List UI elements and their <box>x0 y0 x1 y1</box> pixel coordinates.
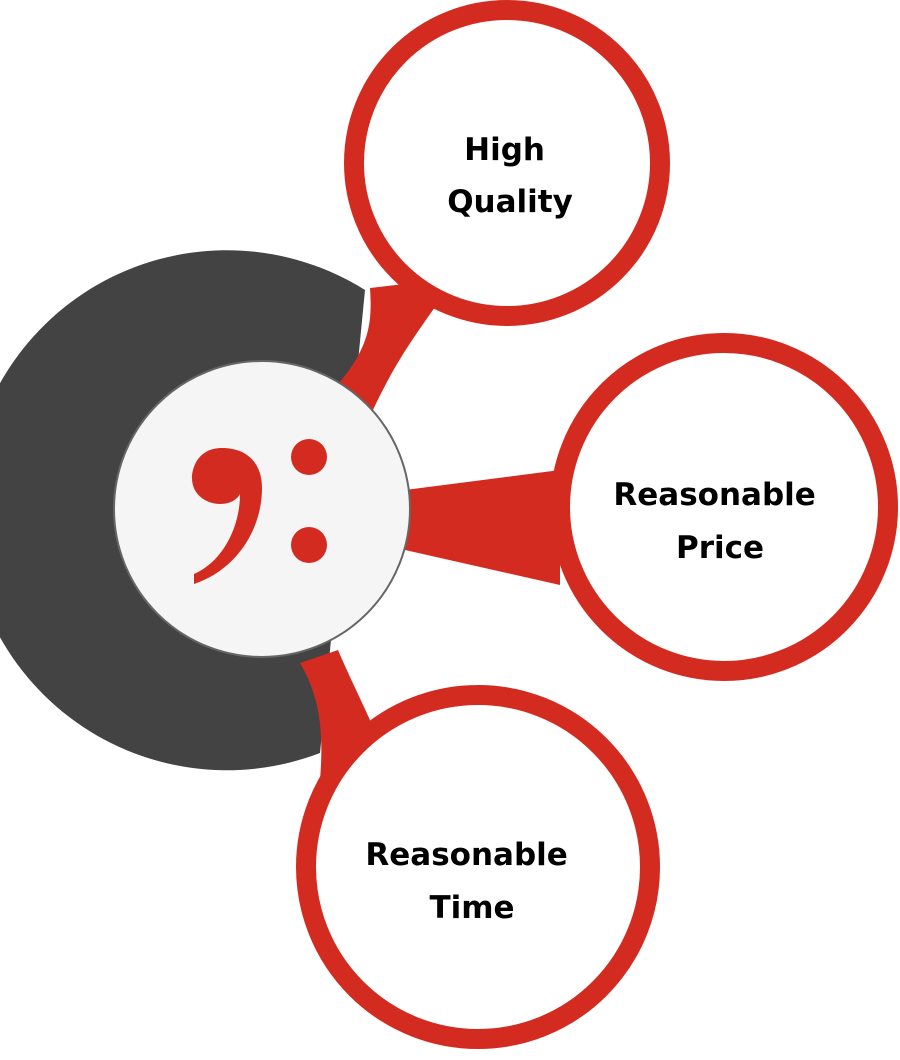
label-high-quality-line1: High <box>464 132 545 168</box>
node-circle-reasonable-time <box>296 685 660 1049</box>
label-reasonable-time-line2: Time <box>429 890 514 926</box>
label-reasonable-price-line1: Reasonable <box>613 477 815 513</box>
label-reasonable-price: Reasonable Price <box>613 477 826 566</box>
label-reasonable-price-line2: Price <box>676 530 764 566</box>
label-reasonable-time: Reasonable Time <box>365 837 578 926</box>
node-circle-high-quality <box>344 0 670 326</box>
semicolon-colon-logo-icon <box>192 439 327 584</box>
label-high-quality-line2: Quality <box>447 184 573 220</box>
label-high-quality: High Quality <box>447 132 573 220</box>
label-reasonable-time-line1: Reasonable <box>365 837 567 873</box>
hub-circle <box>113 360 411 658</box>
node-circle-reasonable-price <box>550 333 898 681</box>
connector-reasonable-price <box>405 470 560 585</box>
connector-high-quality <box>328 278 455 412</box>
